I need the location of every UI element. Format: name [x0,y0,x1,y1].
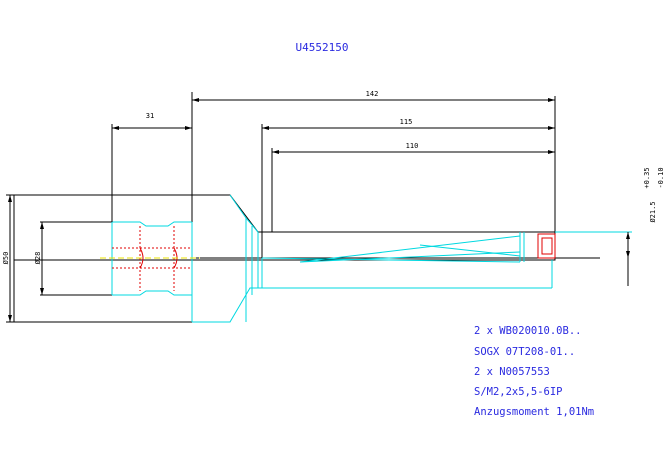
svg-text:110: 110 [406,142,419,150]
svg-text:Ø28: Ø28 [34,252,42,265]
svg-text:Ø50: Ø50 [2,252,10,265]
parts-list-item: SOGX 07T208-01.. [474,346,575,358]
svg-text:-0.10: -0.10 [657,167,665,188]
svg-text:Ø21.5: Ø21.5 [649,201,657,222]
parts-list-item: Anzugsmoment 1,01Nm [474,406,594,418]
dimension-mid-length: 115 [262,118,555,130]
dimension-tip-diameter: Ø21.5 +0.35 -0.10 [626,167,665,286]
dimension-shank-diameter: Ø50 [2,194,14,323]
parts-list: 2 x WB020010.0B.. SOGX 07T208-01.. 2 x N… [474,325,594,418]
dimension-shank-length: 31 [111,112,192,222]
dimension-bore-diameter: Ø28 [34,222,44,295]
svg-text:142: 142 [366,90,379,98]
svg-text:115: 115 [400,118,413,126]
svg-text:+0.35: +0.35 [643,167,651,188]
parts-list-item: 2 x N0057553 [474,366,550,378]
hidden-geometry [111,194,632,323]
dimension-total-length: 142 [191,90,555,195]
parts-list-item: S/M2,2x5,5-6IP [474,386,563,398]
svg-text:31: 31 [146,112,154,120]
parts-list-item: 2 x WB020010.0B.. [474,325,581,337]
dimension-inner-length: 110 [272,142,555,154]
drawing-title: U4552150 [296,41,349,54]
